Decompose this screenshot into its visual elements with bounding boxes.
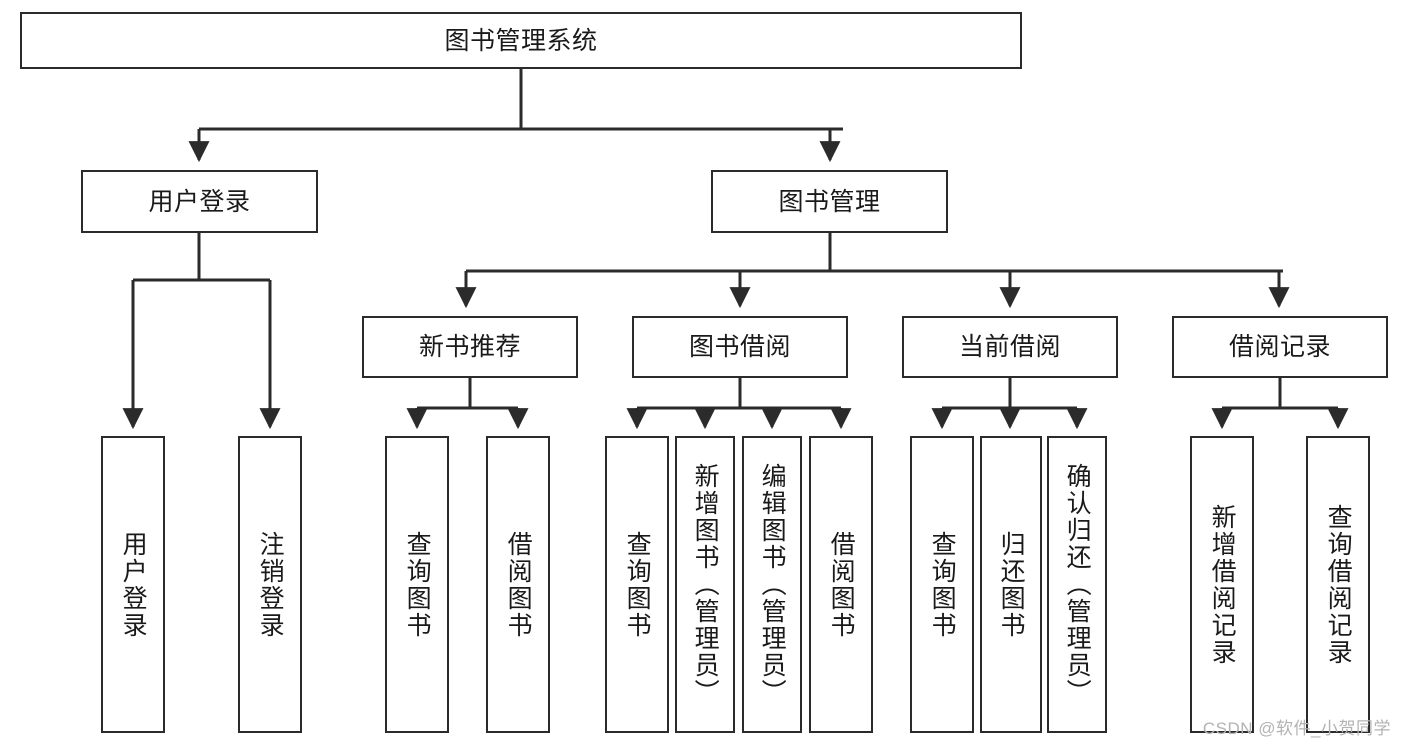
node-label: 图书借阅 xyxy=(688,333,791,361)
node-leaf-query-borrow-record[interactable]: 查询借阅记录 xyxy=(1306,436,1370,733)
node-leaf-query-book-recommend[interactable]: 查询图书 xyxy=(385,436,449,733)
watermark: CSDN @软件_小贺同学 xyxy=(1202,719,1391,738)
node-label: 新增图书（管理员） xyxy=(691,463,720,706)
node-leaf-confirm-return[interactable]: 确认归还（管理员） xyxy=(1047,436,1107,733)
node-leaf-query-book-borrow[interactable]: 查询图书 xyxy=(605,436,669,733)
node-label: 确认归还（管理员） xyxy=(1063,463,1092,706)
node-book-management[interactable]: 图书管理 xyxy=(711,170,948,233)
node-label: 查询图书 xyxy=(928,530,957,639)
node-label: 借阅记录 xyxy=(1228,333,1331,361)
node-new-book-recommend[interactable]: 新书推荐 xyxy=(362,316,578,378)
node-label: 新书推荐 xyxy=(418,333,521,361)
node-leaf-user-login[interactable]: 用户登录 xyxy=(101,436,165,733)
node-leaf-add-book[interactable]: 新增图书（管理员） xyxy=(675,436,735,733)
node-label: 当前借阅 xyxy=(958,333,1061,361)
node-label: 归还图书 xyxy=(997,530,1026,639)
node-label: 借阅图书 xyxy=(827,530,856,639)
node-leaf-borrow-book[interactable]: 借阅图书 xyxy=(809,436,873,733)
node-label: 查询借阅记录 xyxy=(1324,503,1353,666)
node-user-login[interactable]: 用户登录 xyxy=(81,170,318,233)
node-current-borrow[interactable]: 当前借阅 xyxy=(902,316,1118,378)
node-label: 借阅图书 xyxy=(504,530,533,639)
node-book-borrow[interactable]: 图书借阅 xyxy=(632,316,848,378)
node-book-management-system[interactable]: 图书管理系统 xyxy=(20,12,1022,69)
node-label: 新增借阅记录 xyxy=(1208,503,1237,666)
node-label: 图书管理 xyxy=(778,187,881,216)
node-borrow-record[interactable]: 借阅记录 xyxy=(1172,316,1388,378)
node-leaf-return-book[interactable]: 归还图书 xyxy=(980,436,1042,733)
node-label: 用户登录 xyxy=(119,530,148,639)
node-label: 查询图书 xyxy=(403,530,432,639)
node-leaf-edit-book[interactable]: 编辑图书（管理员） xyxy=(742,436,802,733)
node-leaf-add-borrow-record[interactable]: 新增借阅记录 xyxy=(1190,436,1254,733)
node-label: 图书管理系统 xyxy=(444,26,598,55)
node-leaf-borrow-book-recommend[interactable]: 借阅图书 xyxy=(486,436,550,733)
node-label: 注销登录 xyxy=(256,530,285,639)
node-label: 查询图书 xyxy=(623,530,652,639)
node-label: 用户登录 xyxy=(148,187,251,216)
node-label: 编辑图书（管理员） xyxy=(758,463,787,706)
node-leaf-query-book-current[interactable]: 查询图书 xyxy=(910,436,974,733)
node-leaf-logout-login[interactable]: 注销登录 xyxy=(238,436,302,733)
